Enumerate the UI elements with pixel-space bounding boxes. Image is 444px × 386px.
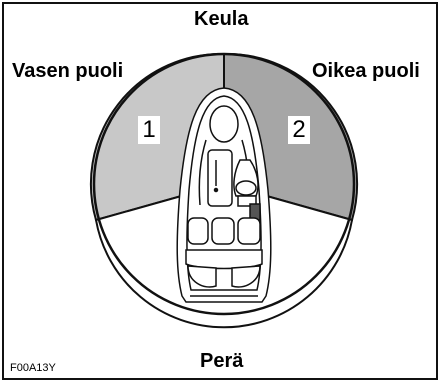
left-side-label: Vasen puoli	[12, 60, 124, 82]
stern-label: Perä	[200, 350, 244, 372]
sector-number-2: 2	[288, 116, 310, 144]
rear-bench	[185, 249, 263, 270]
right-side-label: Oikea puoli	[312, 60, 420, 82]
seat-left	[187, 217, 209, 245]
figure-code: F00A13Y	[10, 362, 56, 374]
boat-top-view	[176, 87, 272, 303]
forward-cockpit-floor	[207, 149, 233, 207]
boat-deck-inner	[186, 95, 262, 291]
steering-wheel	[235, 180, 257, 196]
console-windshield	[237, 195, 257, 207]
bow-storage-hatch	[209, 105, 239, 143]
bow-label: Keula	[194, 8, 249, 30]
rear-lounge-right	[231, 265, 261, 288]
seat-right	[237, 217, 261, 245]
figure-frame	[2, 2, 438, 380]
deck-line-left	[198, 139, 207, 206]
cockpit-drain-dot	[213, 187, 219, 193]
seat-middle	[211, 217, 235, 245]
sector-circle-outline	[92, 52, 356, 316]
rear-lounge-left	[187, 265, 217, 288]
sector-number-1: 1	[138, 116, 160, 144]
